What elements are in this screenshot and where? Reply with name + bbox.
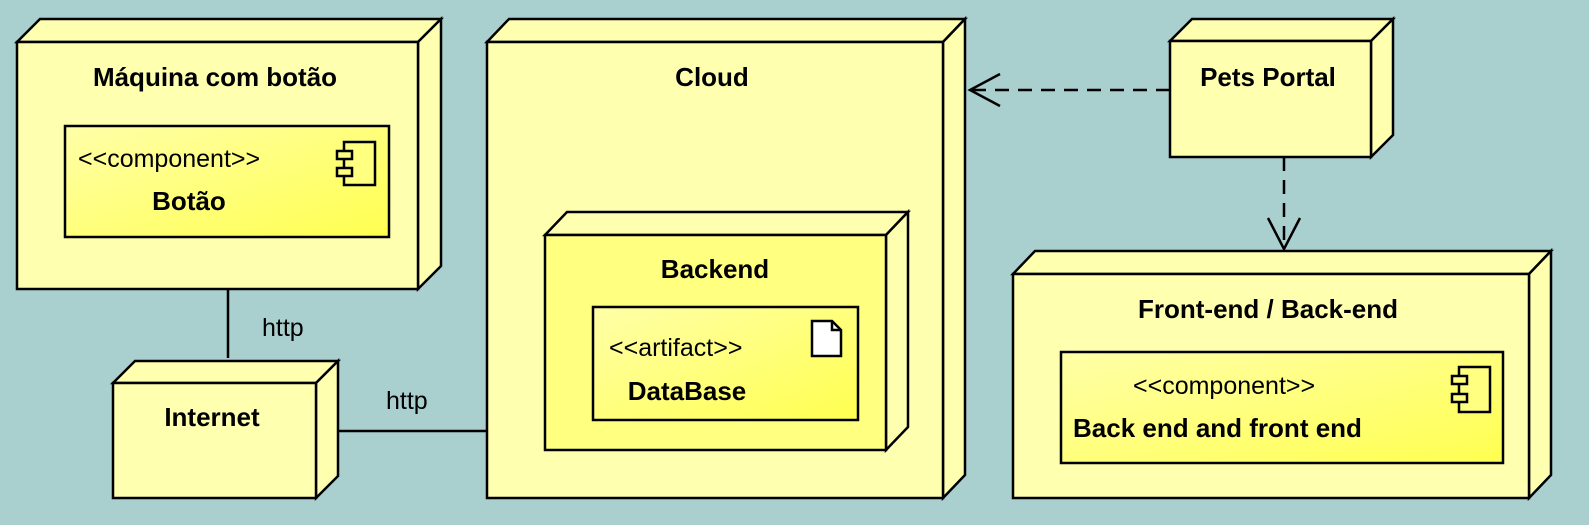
node-internet-front: [111, 381, 318, 500]
node-backend[interactable]: Backend <<artifact>> DataBase: [542, 208, 911, 454]
node-cloud-title: Cloud: [675, 62, 749, 92]
component-icon: [1450, 365, 1492, 414]
node-pets-top: [1166, 17, 1397, 43]
connection-label: http: [262, 314, 304, 342]
arrow-head-icon: [967, 72, 1001, 108]
component-backfront-name: Back end and front end: [1073, 413, 1362, 443]
node-maquina-com-botao[interactable]: Máquina com botão <<component>> Botão: [13, 15, 445, 293]
node-internet-title: Internet: [164, 402, 260, 432]
artifact-database-name: DataBase: [628, 376, 747, 406]
node-front-end-back-end[interactable]: Front-end / Back-end <<component>> Back …: [1010, 247, 1554, 502]
dependency-pets-to-frontback[interactable]: [1266, 157, 1302, 252]
node-pets-portal[interactable]: Pets Portal: [1166, 15, 1397, 161]
node-internet-side: [314, 357, 340, 502]
node-maquina-top: [13, 17, 445, 44]
node-cloud-side: [941, 15, 967, 502]
component-botao-stereotype: <<component>>: [78, 145, 260, 173]
node-internet[interactable]: Internet: [109, 357, 342, 502]
node-backend-title: Backend: [661, 254, 769, 284]
component-backfront-box: [1059, 350, 1505, 465]
component-icon: [335, 140, 377, 187]
component-botao[interactable]: <<component>> Botão: [63, 124, 391, 239]
node-frontback-title: Front-end / Back-end: [1138, 294, 1398, 324]
component-backfront-stereotype: <<component>>: [1133, 372, 1315, 400]
arrow-head-icon: [1266, 217, 1302, 252]
node-cloud[interactable]: Cloud Backend <<artifact>> DataBase: [484, 15, 968, 502]
node-cloud-top: [484, 17, 968, 44]
artifact-database[interactable]: <<artifact>> DataBase: [591, 305, 860, 422]
node-frontback-side: [1527, 247, 1553, 502]
node-backend-side: [884, 208, 910, 454]
node-pets-front: [1168, 39, 1373, 159]
dependency-pets-to-cloud[interactable]: [967, 72, 1170, 108]
artifact-database-stereotype: <<artifact>>: [609, 334, 742, 362]
node-backend-top: [542, 210, 911, 237]
node-internet-top: [109, 359, 342, 385]
node-frontback-top: [1010, 249, 1554, 276]
node-pets-title: Pets Portal: [1200, 62, 1336, 92]
component-botao-box: [63, 124, 391, 239]
connection-maquina-internet[interactable]: http: [226, 289, 304, 358]
component-botao-name: Botão: [152, 186, 226, 216]
node-maquina-side: [416, 15, 443, 293]
document-icon: [810, 319, 843, 358]
connection-label: http: [386, 387, 428, 415]
component-back-end-and-front-end[interactable]: <<component>> Back end and front end: [1059, 350, 1505, 465]
connection-internet-cloud[interactable]: http: [338, 387, 487, 433]
node-maquina-title: Máquina com botão: [93, 62, 337, 92]
node-pets-side: [1369, 15, 1395, 161]
